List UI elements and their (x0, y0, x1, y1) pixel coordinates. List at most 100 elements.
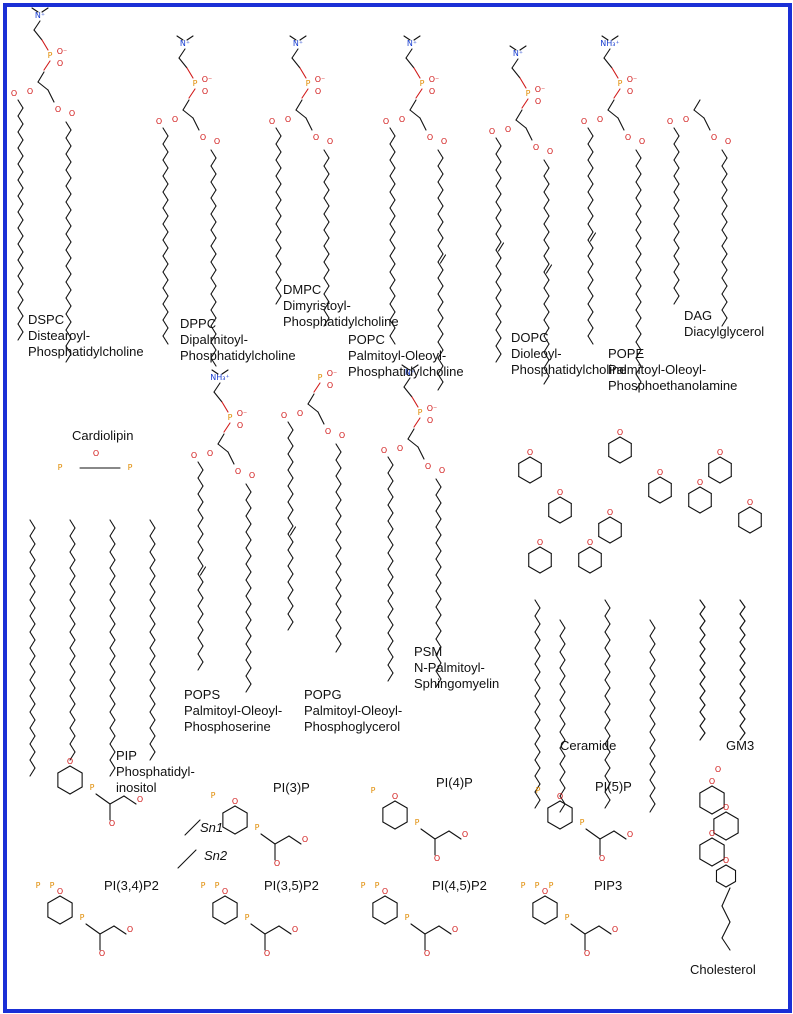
struct-pip3-ring-o: O (542, 887, 548, 896)
label-pi3p-abbr: PI(3)P (273, 780, 310, 795)
struct-psm-phosphorus: P (418, 408, 423, 417)
label-popg-name: Palmitoyl-Oleoyl- Phosphoglycerol (304, 703, 403, 734)
struct-pip3-o2: O (584, 949, 590, 958)
struct-pi34p2-o2: O (99, 949, 105, 958)
struct-dspc-oxygen-b: O (57, 59, 63, 68)
sugar-7-o: O (697, 478, 703, 487)
struct-dspc-nitrogen: N⁺ (35, 11, 45, 20)
struct-psm-oxygen-a: O⁻ (427, 404, 438, 413)
sugar-8-o: O (717, 448, 723, 457)
struct-dppc-ester-o1: O (172, 115, 178, 124)
label-dspc-abbr: DSPC (28, 312, 65, 327)
struct-psm-carbonyl-o2: O (439, 466, 445, 475)
struct-dopc-ester-o1: O (505, 125, 511, 134)
label-dppc: DPPC Dipalmitoyl- Phosphatidylcholine (180, 316, 296, 364)
struct-psm-oxygen-b: O (427, 416, 433, 425)
label-ceramide-abbr: Ceramide (560, 738, 617, 753)
label-dag-abbr: DAG (684, 308, 713, 323)
label-popc: POPC Palmitoyl-Oleoyl- Phosphatidylcholi… (348, 332, 464, 380)
struct-dmpc-oxygen-b: O (315, 87, 321, 96)
struct-dopc-ester-o2: O (533, 143, 539, 152)
label-dag-name: Diacylglycerol (684, 324, 765, 339)
label-pip: PIP Phosphatidyl- inositol (116, 748, 195, 796)
chol-d-o: O (723, 856, 729, 865)
struct-psm-ester-o1: O (397, 444, 403, 453)
struct-psm-carbonyl-o1: O (381, 446, 387, 455)
struct-dspc-ester-o2: O (55, 105, 61, 114)
struct-popg-carbonyl-o1: O (281, 411, 287, 420)
label-pi3p: PI(3)P (273, 780, 310, 796)
sugar-2-o: O (617, 428, 623, 437)
struct-pops-oxygen-b: O (237, 421, 243, 430)
label-dopc-abbr: DOPC (511, 330, 549, 345)
struct-pope-carbonyl-o1: O (581, 117, 587, 126)
struct-dag-carbonyl-o2: O (725, 137, 731, 146)
label-pope: POPE Palmitoyl-Oleoyl- Phosphoethanolami… (608, 346, 737, 394)
struct-pip3-p1: P (535, 881, 540, 890)
chol-oh: O (715, 765, 721, 774)
label-psm-name: N-Palmitoyl- Sphingomyelin (414, 660, 500, 691)
label-dspc-name: Distearoyl- Phosphatidylcholine (28, 328, 144, 359)
struct-pip3-p0: P (521, 881, 526, 890)
struct-pope-oxygen-a: O⁻ (627, 75, 638, 84)
struct-pi5p-pbridge: P (580, 818, 585, 827)
struct-pi3p-o1: O (302, 835, 308, 844)
struct-popg-ester-o2: O (325, 427, 331, 436)
cl-p2: P (128, 463, 133, 472)
struct-dopc-nitrogen: N⁺ (513, 49, 523, 58)
struct-popc-ester-o2: O (427, 133, 433, 142)
struct-pi5p-p0: P (536, 786, 541, 795)
struct-pi4p-o2: O (434, 854, 440, 863)
label-popc-abbr: POPC (348, 332, 385, 347)
label-cardiolipin: Cardiolipin (72, 428, 133, 444)
struct-dspc-carbonyl-o1: O (11, 89, 17, 98)
struct-popc-carbonyl-o1: O (383, 117, 389, 126)
struct-pops-ester-o2: O (235, 467, 241, 476)
sugar-6-o: O (587, 538, 593, 547)
struct-pi35p2-p0: P (201, 881, 206, 890)
struct-pi4p-p0: P (371, 786, 376, 795)
sugar-5-o: O (537, 538, 543, 547)
struct-pi35p2-pbridge: P (245, 913, 250, 922)
label-cholesterol: Cholesterol (690, 962, 756, 978)
struct-dspc-phosphorus: P (48, 51, 53, 60)
struct-dspc-carbonyl-o2: O (69, 109, 75, 118)
label-dmpc: DMPC Dimyristoyl- Phosphatidylcholine (283, 282, 399, 330)
struct-dmpc-ester-o1: O (285, 115, 291, 124)
struct-pope-nitrogen: NH₃⁺ (600, 39, 619, 48)
struct-popg-oxygen-a: O⁻ (327, 369, 338, 378)
label-popc-name: Palmitoyl-Oleoyl- Phosphatidylcholine (348, 348, 464, 379)
sugar-1-o: O (557, 488, 563, 497)
label-dppc-name: Dipalmitoyl- Phosphatidylcholine (180, 332, 296, 363)
label-dopc: DOPC Dioleoyl- Phosphatidylcholine (511, 330, 627, 378)
sugar-3-o: O (657, 468, 663, 477)
label-pops-name: Palmitoyl-Oleoyl- Phosphoserine (184, 703, 283, 734)
struct-dopc-phosphorus: P (526, 89, 531, 98)
struct-pip-ring-o: O (67, 757, 73, 766)
struct-pope-ester-o1: O (597, 115, 603, 124)
struct-dmpc-phosphorus: P (306, 79, 311, 88)
label-dopc-name: Dioleoyl- Phosphatidylcholine (511, 346, 627, 377)
struct-dppc-carbonyl-o1: O (156, 117, 162, 126)
label-pi35p2-abbr: PI(3,5)P2 (264, 878, 319, 893)
struct-popc-ester-o1: O (399, 115, 405, 124)
struct-popg-phosphorus: P (318, 373, 323, 382)
struct-dppc-oxygen-b: O (202, 87, 208, 96)
label-popg: POPG Palmitoyl-Oleoyl- Phosphoglycerol (304, 687, 402, 735)
struct-popc-phosphorus: P (420, 79, 425, 88)
struct-dppc-ester-o2: O (200, 133, 206, 142)
label-sn2: Sn2 (204, 848, 228, 863)
label-dmpc-abbr: DMPC (283, 282, 322, 297)
sn-divider (177, 819, 201, 869)
label-dppc-abbr: DPPC (180, 316, 217, 331)
